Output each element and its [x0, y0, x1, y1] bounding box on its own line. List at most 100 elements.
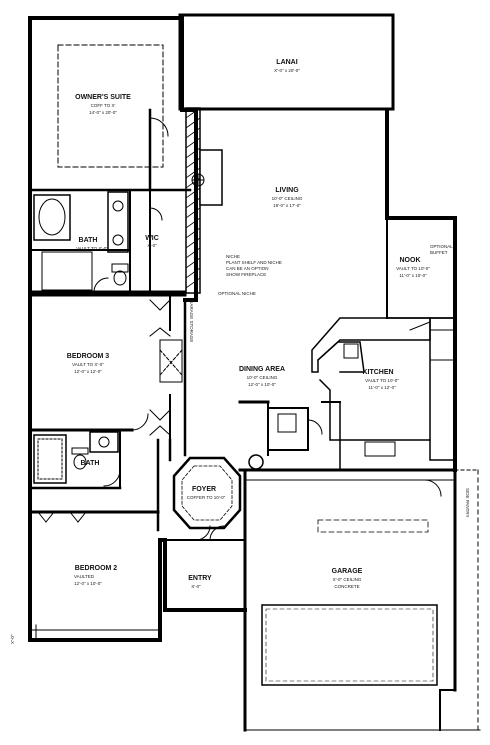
bed3-door [131, 413, 149, 431]
dining-ceiling: 10'-0" CEILING [247, 375, 278, 380]
optional-niche-note: OPTIONAL NICHE [218, 291, 256, 296]
bedroom-2-ceiling: VAULTED [74, 574, 95, 579]
nook-size: 11'-0" x 10'-0" [399, 273, 427, 278]
linen-closet [41, 251, 93, 291]
garage-ceiling: X'-0" CEILING [333, 577, 362, 582]
side-tag-note: SIDE PANTRY [465, 488, 470, 518]
optional-buffet-note-2: BUFFET [430, 250, 448, 255]
fireplace-unit [199, 149, 223, 206]
dining-label: DINING AREA [239, 366, 285, 373]
front-door [195, 525, 225, 541]
niche-note-4: SHOW FIREPLACE [226, 272, 266, 277]
garage-storage-note: GARAGE STORAGE [189, 300, 194, 342]
bath-2 [28, 429, 122, 490]
lanai-outline [178, 13, 395, 111]
hallway-walls [168, 298, 187, 462]
master-bath [28, 189, 187, 296]
exterior-wall-upper [28, 16, 198, 302]
garage-walls [243, 468, 481, 732]
optional-buffet-note-1: OPTIONAL [430, 244, 453, 249]
bath1-ceiling: VAULT TO X'-0" [76, 246, 108, 251]
bedroom-3-label: BEDROOM 3 [67, 353, 110, 360]
laundry-door [307, 419, 323, 435]
garage-label: GARAGE [332, 568, 363, 575]
entry-size: X'-0" [191, 584, 201, 589]
dining-size: 12'-0" x 10'-0" [248, 382, 276, 387]
plan-notes: NICHE PLANT SHELF AND NICHE CAN BE AN OP… [10, 244, 470, 644]
toilet-2 [73, 454, 87, 470]
nook-ceiling: VAULT TO 10'-0" [396, 266, 430, 271]
tub-2-inner [37, 438, 63, 480]
bed3-closet-x [159, 349, 183, 376]
living-label: LIVING [275, 187, 299, 194]
toilet-tank-1 [111, 263, 129, 273]
vanity [107, 191, 129, 253]
refrigerator [429, 329, 456, 361]
tub-2 [33, 434, 67, 484]
bath1-label: BATH [79, 237, 98, 244]
left-dimension: X'-0" [10, 634, 15, 644]
bed3-closet [159, 339, 183, 383]
wic-size: X'-0" [147, 243, 157, 248]
bedroom-2-walls [28, 438, 161, 641]
lanai-label: LANAI [276, 59, 297, 66]
bath2-door [103, 469, 121, 487]
owners-suite-size: 14'-0" x 20'-0" [89, 110, 117, 115]
sink-kitchen [364, 441, 396, 457]
bedroom-2-size: 12'-0" x 10'-0" [74, 581, 102, 586]
tub [33, 194, 71, 241]
foyer-coffer [181, 465, 233, 521]
exterior-wall-right [385, 108, 457, 472]
niche-note-3: CAN BE AN OPTION [226, 266, 269, 271]
owners-suite-coffer [57, 44, 164, 168]
bed3-door-2 [149, 409, 171, 436]
garage-size: CONCRETE [334, 584, 359, 589]
exterior-wall-left [28, 16, 162, 642]
bed3-closet-door-2 [149, 327, 171, 337]
sink-1 [112, 200, 124, 212]
fireplace-hatch [185, 107, 223, 294]
foyer-octagon [172, 456, 242, 530]
garage-side-door [424, 479, 442, 497]
sink-2 [112, 234, 124, 246]
kitchen-counter-lower [318, 378, 431, 441]
owners-suite-ceiling: COFF TO X' [91, 103, 116, 108]
foyer-ceiling: COFFER TO 10'-0" [187, 495, 226, 500]
nook-label: NOOK [400, 257, 421, 264]
sink-3 [98, 436, 110, 448]
bath1-door [93, 277, 109, 293]
garage-storage-box [317, 519, 429, 533]
niche-note-1: NICHE [226, 254, 240, 259]
bedroom-3-ceiling: VAULT TO X'-0" [72, 362, 104, 367]
bed2-closet-door-1 [37, 511, 87, 523]
kitchen-walls [238, 400, 457, 472]
wic-label: WIC [145, 235, 159, 242]
washer [277, 413, 297, 433]
bed3-closet-door-1 [149, 299, 171, 311]
toilet-1 [113, 270, 127, 286]
nook-walls [386, 217, 456, 346]
living-ceiling: 10'-0" CEILING [272, 196, 303, 201]
wic-door [149, 207, 163, 221]
kitchen-ceiling: VAULT TO 10'-0" [365, 378, 399, 383]
kitchen-size: 11'-0" x 12'-0" [368, 385, 396, 390]
bath2-label: BATH [81, 460, 100, 467]
living-size: 19'-0" x 17'-0" [273, 203, 301, 208]
foyer-label: FOYER [192, 486, 216, 493]
lanai-size: X'-0" x 20'-0" [274, 68, 300, 73]
range [343, 343, 359, 359]
kitchen-label: KITCHEN [362, 369, 393, 376]
kitchen-counter-right [429, 317, 456, 461]
vanity-2 [89, 431, 119, 453]
laundry [267, 407, 309, 451]
tub-basin [38, 198, 66, 236]
bedroom-3-walls [28, 293, 187, 441]
garage-door-inner [265, 608, 434, 682]
entry-label: ENTRY [188, 575, 212, 582]
water-heater [248, 454, 264, 470]
bedroom-3-size: 12'-0" x 12'-0" [74, 369, 102, 374]
bedroom-2-label: BEDROOM 2 [75, 565, 118, 572]
garage-door [261, 604, 438, 686]
room-labels: LANAI X'-0" x 20'-0" OWNER'S SUITE COFF … [67, 59, 431, 589]
